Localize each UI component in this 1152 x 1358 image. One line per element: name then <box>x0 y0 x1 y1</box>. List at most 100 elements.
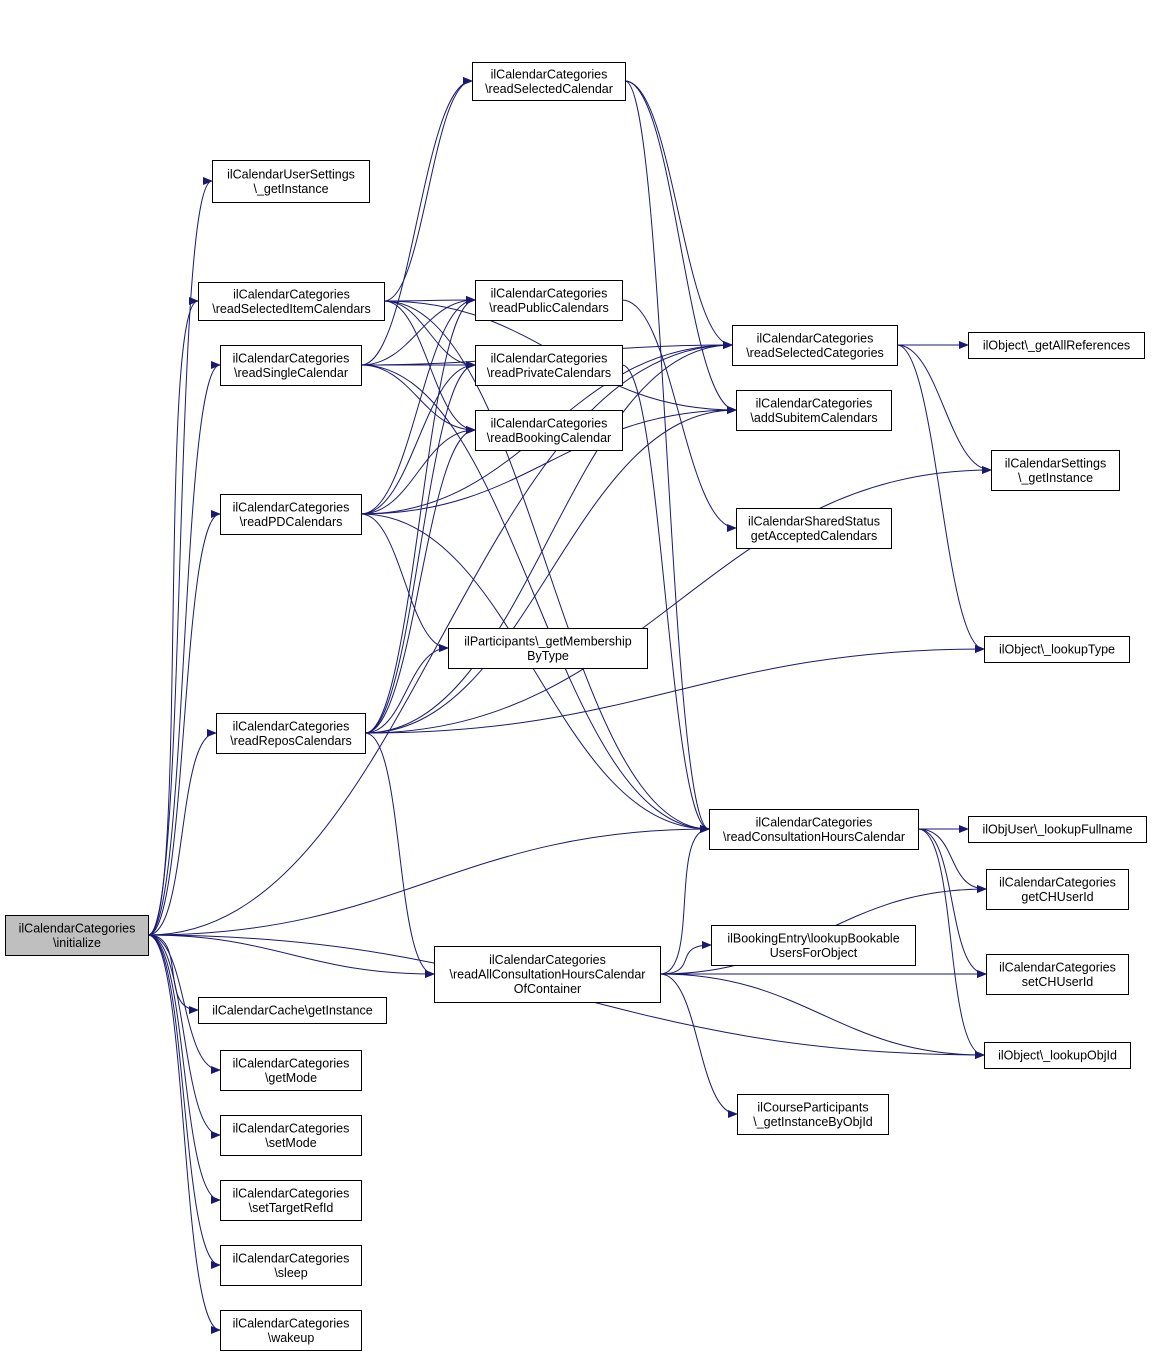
node-read-selected-item-calendars[interactable]: ilCalendarCategories\readSelectedItemCal… <box>198 282 385 321</box>
edge-read-all-consultation-to-lookup-bookable <box>659 941 712 975</box>
edge-read-pdcalendars-to-get-membership-by-type <box>360 513 449 652</box>
node-label-line: \initialize <box>53 936 101 950</box>
node-read-private-calendars[interactable]: ilCalendarCategories\readPrivateCalendar… <box>475 345 623 386</box>
node-course-participants[interactable]: ilCourseParticipants\_getInstanceByObjId <box>737 1094 889 1135</box>
node-label-line: \readSelectedItemCalendars <box>212 302 370 316</box>
node-label-line: \readReposCalendars <box>230 734 352 748</box>
edge-initialize-to-get-mode <box>147 934 221 1074</box>
node-set-mode[interactable]: ilCalendarCategories\setMode <box>220 1115 362 1156</box>
node-read-public-calendars[interactable]: ilCalendarCategories\readPublicCalendars <box>475 280 623 321</box>
node-read-single-calendar[interactable]: ilCalendarCategories\readSingleCalendar <box>220 345 362 386</box>
node-settings-get-instance[interactable]: ilCalendarSettings\_getInstance <box>991 450 1120 491</box>
node-label-line: \readConsultationHoursCalendar <box>723 830 905 844</box>
node-label-line: ilCalendarCategories <box>999 960 1116 974</box>
node-label-line: ilCalendarCategories <box>491 286 608 300</box>
node-label-line: ilObject\_lookupObjId <box>998 1049 1117 1063</box>
node-label-line: ilCalendarCategories <box>233 500 350 514</box>
node-label-line: ilCalendarCategories <box>756 396 873 410</box>
node-add-subitem-calendars[interactable]: ilCalendarCategories\addSubitemCalendars <box>736 390 892 431</box>
node-label-line: \readSelectedCalendar <box>485 82 613 96</box>
node-label-line: ilCalendarCategories <box>233 1056 350 1070</box>
node-box <box>5 915 149 956</box>
node-box <box>986 954 1129 995</box>
node-label-line: ilObject\_lookupType <box>999 643 1115 657</box>
node-read-selected-categories[interactable]: ilCalendarCategories\readSelectedCategor… <box>732 325 898 366</box>
node-label-line: \readBookingCalendar <box>487 431 611 445</box>
node-box <box>198 282 385 321</box>
node-label-line: \getMode <box>265 1071 317 1085</box>
node-label-line: \readSingleCalendar <box>234 366 348 380</box>
node-lookup-fullname[interactable]: ilObjUser\_lookupFullname <box>968 816 1147 843</box>
node-box <box>472 62 626 101</box>
edge-initialize-to-read-all-consultation <box>147 934 435 978</box>
node-box <box>475 280 623 321</box>
node-label-line: ilCalendarCategories <box>491 67 608 81</box>
node-wakeup[interactable]: ilCalendarCategories\wakeup <box>220 1310 362 1351</box>
node-read-pdcalendars[interactable]: ilCalendarCategories\readPDCalendars <box>220 494 362 535</box>
edge-initialize-to-read-repos-calendars <box>147 729 217 936</box>
edge-read-repos-calendars-to-read-private-calendars <box>364 361 476 734</box>
node-box <box>991 450 1120 491</box>
edge-read-single-calendar-to-read-selected-calendar <box>360 77 473 366</box>
node-box <box>220 1180 362 1221</box>
edge-read-selected-item-calendars-to-read-consultation-hours <box>383 300 710 833</box>
node-box <box>968 332 1145 359</box>
node-get-all-references[interactable]: ilObject\_getAllReferences <box>968 332 1145 359</box>
node-read-repos-calendars[interactable]: ilCalendarCategories\readReposCalendars <box>216 713 366 754</box>
node-label-line: ilCalendarCategories <box>233 287 350 301</box>
node-set-target-ref-id[interactable]: ilCalendarCategories\setTargetRefId <box>220 1180 362 1221</box>
edge-read-all-consultation-to-course-participants <box>659 973 738 1118</box>
node-box <box>220 345 362 386</box>
node-label-line: \setTargetRefId <box>249 1201 334 1215</box>
node-box <box>736 508 892 549</box>
node-label-line: ilCalendarCategories <box>489 953 606 967</box>
node-read-selected-calendar[interactable]: ilCalendarCategories\readSelectedCalenda… <box>472 62 626 101</box>
node-label-line: OfContainer <box>514 982 581 996</box>
edge-read-selected-calendar-to-add-subitem-calendars <box>624 80 737 414</box>
node-user-settings[interactable]: ilCalendarUserSettings\_getInstance <box>212 160 370 203</box>
node-lookup-bookable[interactable]: ilBookingEntry\lookupBookableUsersForObj… <box>711 925 916 966</box>
node-label-line: ilCalendarCategories <box>491 416 608 430</box>
node-box <box>220 1115 362 1156</box>
edge-initialize-to-read-consultation-hours <box>147 825 710 936</box>
edge-initialize-to-set-mode <box>147 934 221 1139</box>
node-shared-status[interactable]: ilCalendarSharedStatusgetAcceptedCalenda… <box>736 508 892 549</box>
node-label-line: \_getInstance <box>253 182 328 196</box>
node-lookup-obj-id[interactable]: ilObject\_lookupObjId <box>984 1042 1131 1069</box>
node-lookup-type[interactable]: ilObject\_lookupType <box>984 636 1130 663</box>
node-box <box>732 325 898 366</box>
node-box <box>736 390 892 431</box>
edge-read-pdcalendars-to-read-consultation-hours <box>360 513 710 833</box>
node-cache-get-instance[interactable]: ilCalendarCache\getInstance <box>198 997 387 1024</box>
node-label-line: ilCalendarCategories <box>19 921 136 935</box>
node-box <box>198 997 387 1024</box>
node-label-line: getCHUserId <box>1021 890 1093 904</box>
edge-read-repos-calendars-to-read-booking-calendar <box>364 426 476 734</box>
edge-read-consultation-hours-to-get-chuser-id <box>917 828 987 893</box>
node-sleep[interactable]: ilCalendarCategories\sleep <box>220 1245 362 1286</box>
node-label-line: \readPublicCalendars <box>489 301 609 315</box>
node-initialize[interactable]: ilCalendarCategories\initialize <box>5 915 149 956</box>
node-get-mode[interactable]: ilCalendarCategories\getMode <box>220 1050 362 1091</box>
edge-read-pdcalendars-to-read-booking-calendar <box>360 426 476 515</box>
node-read-booking-calendar[interactable]: ilCalendarCategories\readBookingCalendar <box>475 410 623 451</box>
node-label-line: UsersForObject <box>770 946 858 960</box>
node-read-all-consultation[interactable]: ilCalendarCategories\readAllConsultation… <box>434 946 661 1003</box>
node-label-line: \readPrivateCalendars <box>487 366 611 380</box>
edge-initialize-to-wakeup <box>147 934 221 1334</box>
edge-read-selected-calendar-to-read-consultation-hours <box>624 80 710 833</box>
node-read-consultation-hours[interactable]: ilCalendarCategories\readConsultationHou… <box>709 809 919 850</box>
node-label-line: ilParticipants\_getMembership <box>464 634 631 648</box>
node-label-line: ilCalendarSharedStatus <box>748 514 880 528</box>
edge-read-repos-calendars-to-read-all-consultation <box>364 732 435 978</box>
node-label-line: \_getInstance <box>1018 471 1093 485</box>
edge-initialize-to-read-pdcalendars <box>147 510 221 936</box>
edge-read-consultation-hours-to-lookup-obj-id <box>917 828 985 1059</box>
edge-read-repos-calendars-to-read-public-calendars <box>364 296 476 734</box>
node-box <box>475 410 623 451</box>
node-label-line: ilCalendarCache\getInstance <box>212 1004 373 1018</box>
